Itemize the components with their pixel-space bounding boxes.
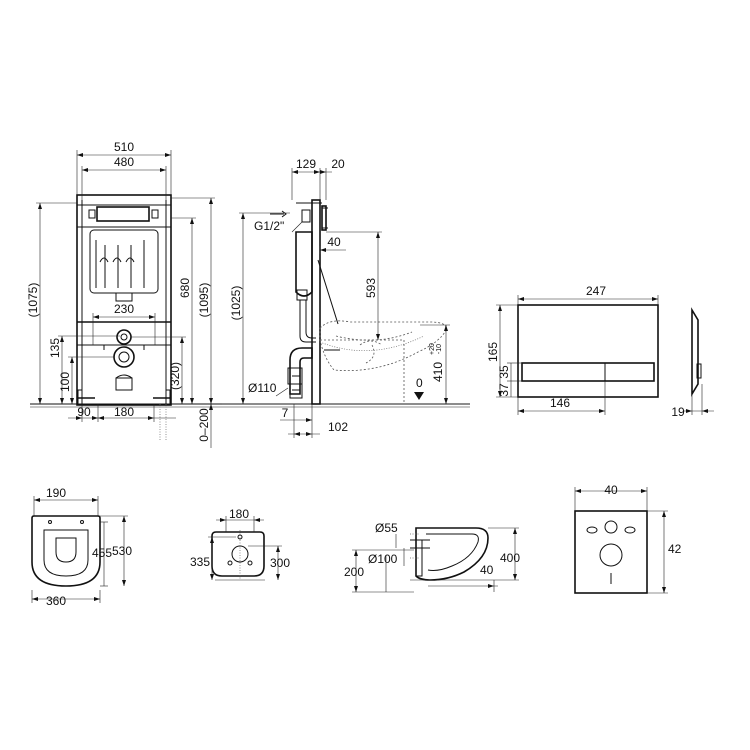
dim-247: 247 — [586, 284, 606, 298]
floor-zero: 0 — [416, 376, 423, 390]
dim-37: 37 — [497, 383, 511, 397]
dim-20: 20 — [331, 157, 345, 171]
dim-d55: Ø55 — [375, 521, 398, 535]
frame-side-view: G1/2" 129 20 40 (1025) 593 Ø110 7 — [222, 157, 470, 438]
dim-455: 455 — [92, 546, 112, 560]
dim-146: 146 — [550, 396, 570, 410]
flush-plate-view: 247 165 35 37 146 19 — [486, 284, 714, 419]
dim-1095: (1095) — [197, 283, 211, 318]
dim-410-tol-plus: +20 — [429, 343, 436, 355]
dim-100: 100 — [58, 372, 72, 392]
dim-40-mat: 40 — [604, 483, 618, 497]
dim-360: 360 — [46, 594, 66, 608]
dim-510: 510 — [114, 140, 134, 154]
dim-1025: (1025) — [229, 286, 243, 321]
dim-35: 35 — [497, 365, 511, 379]
dim-180: 180 — [114, 405, 134, 419]
dim-300: 300 — [270, 556, 290, 570]
dim-180-back: 180 — [229, 507, 249, 521]
dim-593: 593 — [364, 278, 378, 298]
dim-1075: (1075) — [26, 283, 40, 318]
dim-129: 129 — [296, 157, 316, 171]
dim-102: 102 — [328, 420, 348, 434]
dim-480: 480 — [114, 155, 134, 169]
dim-90: 90 — [77, 405, 91, 419]
dim-d100: Ø100 — [368, 552, 398, 566]
dim-680: 680 — [178, 278, 192, 298]
dim-190: 190 — [46, 486, 66, 500]
dim-320: (320) — [168, 362, 182, 390]
dim-d110: Ø110 — [248, 381, 277, 395]
dim-200: 200 — [344, 565, 364, 579]
dim-0-200: 0–200 — [197, 408, 211, 442]
dim-40-side: 40 — [480, 563, 494, 577]
dim-135: 135 — [48, 338, 62, 358]
dim-19: 19 — [671, 405, 685, 419]
dim-165: 165 — [486, 342, 500, 362]
bowl-back-view: 180 335 300 — [190, 507, 290, 581]
dim-410-tol-minus: -10 — [436, 344, 443, 354]
dim-g12: G1/2" — [254, 219, 284, 233]
dim-230: 230 — [114, 302, 134, 316]
dim-42: 42 — [668, 542, 682, 556]
bowl-side-view: Ø55 Ø100 200 400 40 — [344, 521, 520, 593]
mounting-mat-view: 40 42 — [574, 483, 682, 594]
dim-7: 7 — [282, 406, 289, 420]
frame-front-view: 510 480 (1075) 135 100 230 680 — [26, 140, 470, 448]
dim-400: 400 — [500, 551, 520, 565]
dim-410: 410 — [431, 362, 445, 382]
dim-40: 40 — [327, 235, 341, 249]
bowl-top-view: 190 455 530 360 — [31, 486, 132, 608]
dim-530: 530 — [112, 544, 132, 558]
dim-335: 335 — [190, 555, 210, 569]
